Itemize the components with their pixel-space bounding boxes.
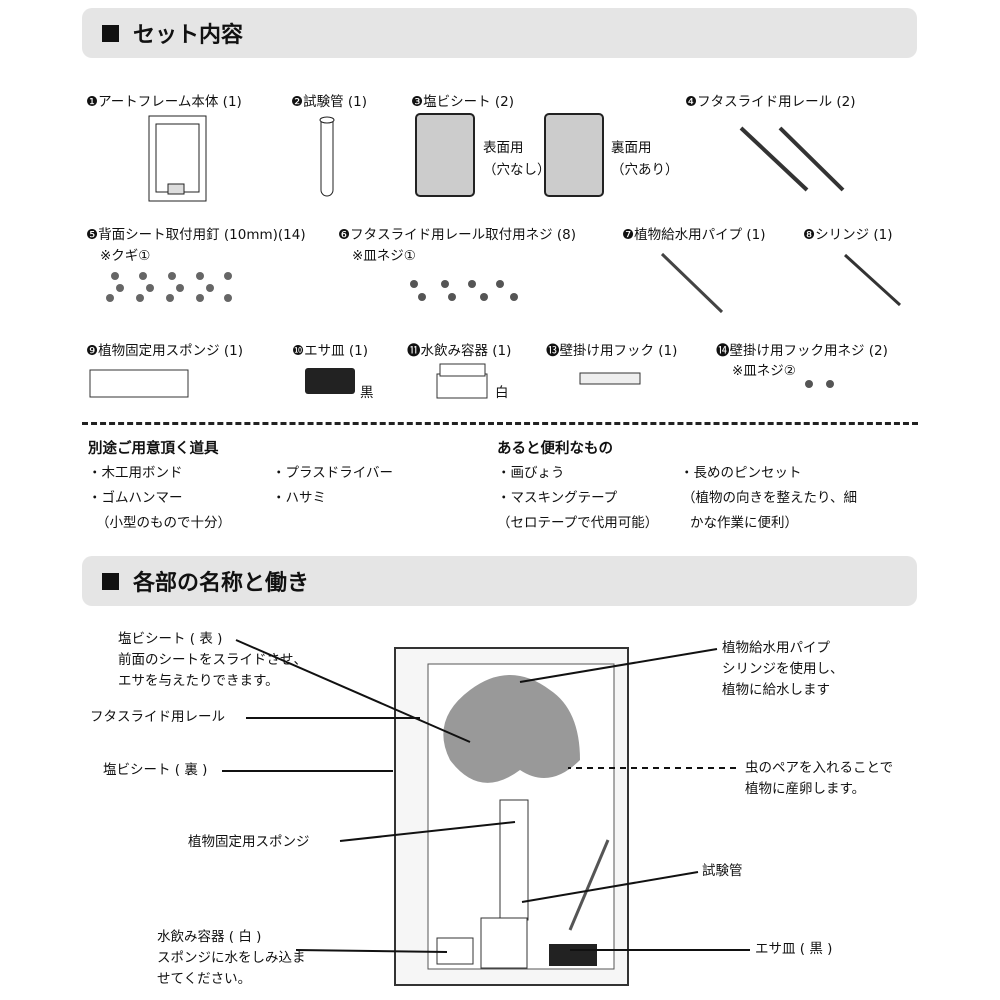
label-front-sheet: 塩ビシート ( 表 )前面のシートをスライドさせ、エサを与えたりできます。 (118, 631, 307, 689)
item-4-label: ❹フタスライド用レール (2) (685, 94, 856, 110)
handy-item-note: （植物の向きを整えたり、細 (682, 490, 857, 506)
item-13-label: ⓭壁掛け用フック (1) (546, 343, 678, 359)
handy-item-note: （セロテープで代用可能） (497, 515, 659, 531)
label-sponge: 植物固定用スポンジ (188, 834, 310, 850)
item-8-label: ❽シリンジ (1) (803, 227, 893, 243)
section-title: セット内容 (133, 23, 244, 48)
leader-lines (222, 639, 750, 953)
item-1-label: ❶アートフレーム本体 (1) (86, 94, 242, 110)
handy-item: ・画びょう (497, 465, 565, 481)
label-tube: 試験管 (702, 863, 743, 879)
item-14-label: ⓮壁掛け用フック用ネジ (2) (716, 343, 888, 359)
item-9-label: ❾植物固定用スポンジ (1) (86, 343, 244, 359)
screws-illustration (410, 280, 518, 301)
item-7-label: ❼植物給水用パイプ (1) (622, 227, 766, 243)
tools-title: 別途ご用意頂く道具 (88, 441, 219, 457)
square-bullet-icon (102, 572, 119, 590)
pipe-illustration (660, 252, 724, 314)
frame-diagram (394, 647, 629, 986)
handy-item-note: かな作業に便利） (690, 515, 798, 531)
test-tube-illustration (319, 116, 335, 197)
section-title: 各部の名称と働き (133, 571, 310, 596)
label-pipe: 植物給水用パイプシリンジを使用し、植物に給水します (722, 640, 844, 698)
hook-screws-illustration (805, 380, 834, 388)
item-2-label: ❷試験管 (1) (291, 94, 368, 110)
water-container-illustration (436, 363, 488, 399)
item-11-color: 白 (495, 385, 509, 401)
item-6-label: ❻フタスライド用レール取付用ネジ (8) (338, 227, 577, 243)
nails-illustration (106, 272, 232, 302)
item-14-note: ※皿ネジ② (732, 363, 796, 379)
label-dish: エサ皿 ( 黒 ) (755, 941, 833, 957)
food-dish-illustration (305, 368, 355, 394)
item-3-label: ❸塩ビシート (2) (411, 94, 515, 110)
tool-item-note: （小型のもので十分） (96, 515, 231, 531)
front-sheet-illustration (415, 113, 475, 197)
item-5-label: ❺背面シート取付用釘 (10mm)(14) (86, 227, 306, 243)
tool-item: ・ハサミ (272, 490, 326, 506)
back-sheet-note: 裏面用（穴あり） (611, 140, 679, 178)
square-bullet-icon (102, 24, 119, 42)
item-11-label: ⓫水飲み容器 (1) (407, 343, 512, 359)
syringe-illustration (843, 253, 902, 307)
label-rail: フタスライド用レール (90, 709, 225, 725)
hook-illustration (579, 372, 641, 385)
sponge-illustration (89, 369, 189, 398)
handy-item: ・マスキングテープ (497, 490, 618, 506)
dashed-divider (82, 422, 918, 425)
tool-item: ・ゴムハンマー (88, 490, 183, 506)
item-10-label: ❿エサ皿 (1) (292, 343, 369, 359)
label-back-sheet: 塩ビシート ( 裏 ) (103, 762, 208, 778)
front-sheet-note: 表面用（穴なし） (483, 140, 551, 178)
back-sheet-illustration (544, 113, 604, 197)
item-6-note: ※皿ネジ① (352, 248, 416, 264)
tool-item: ・プラスドライバー (272, 465, 393, 481)
item-5-note: ※クギ① (100, 248, 151, 264)
label-insects: 虫のペアを入れることで植物に産卵します。 (745, 760, 894, 797)
section-header-parts: 各部の名称と働き (82, 556, 917, 606)
item-10-color: 黒 (360, 385, 374, 401)
rail-illustration (739, 126, 845, 192)
tool-item: ・木工用ボンド (88, 465, 183, 481)
section-header-contents: セット内容 (82, 8, 917, 58)
art-frame-illustration (148, 115, 207, 202)
label-water: 水飲み容器 ( 白 )スポンジに水をしみ込ませてください。 (157, 929, 306, 987)
handy-item: ・長めのピンセット (680, 465, 802, 481)
handy-title: あると便利なもの (497, 441, 613, 457)
